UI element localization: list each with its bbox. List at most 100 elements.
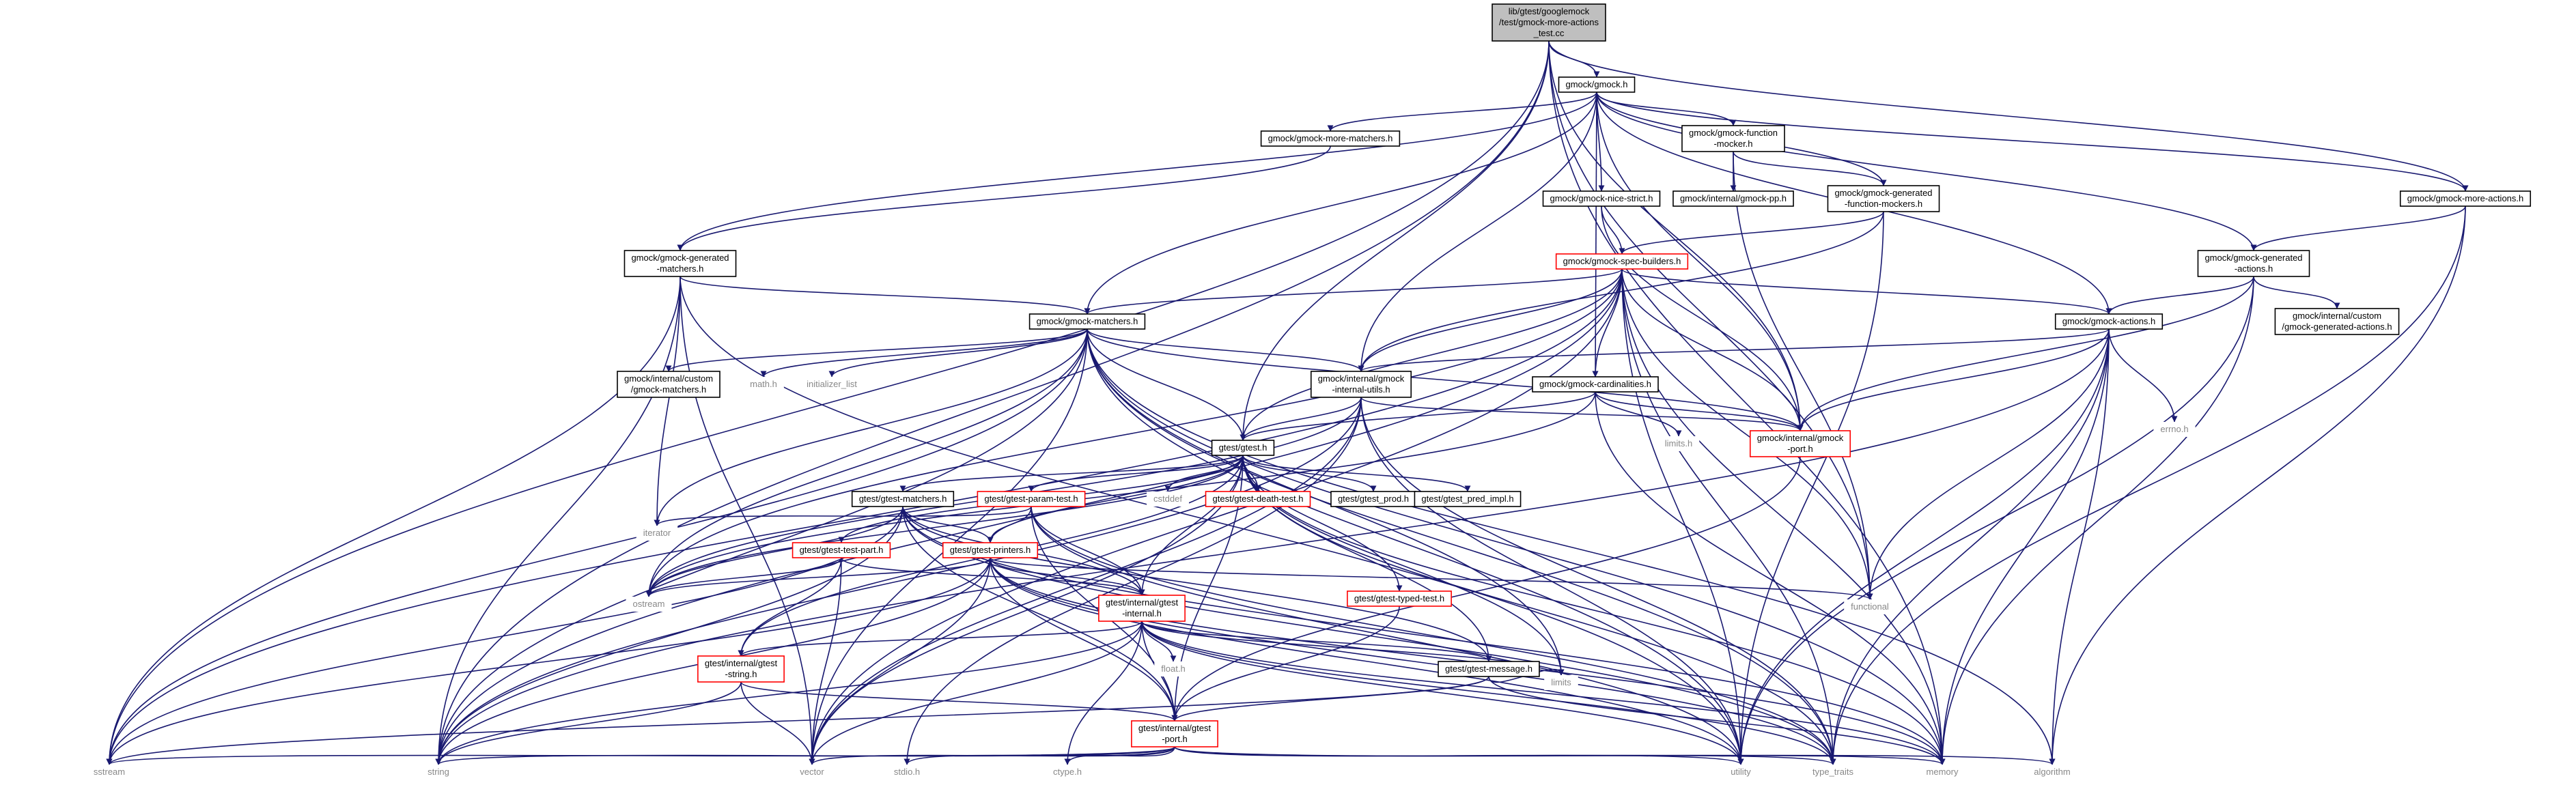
dependency-edge	[1087, 328, 1804, 431]
node-custom-matchers[interactable]: gmock/internal/custom/gmock-matchers.h	[617, 371, 720, 398]
dependency-edge	[654, 506, 1032, 526]
node-label: type_traits	[1812, 767, 1853, 777]
node-label: gmock/gmock-nice-strict.h	[1550, 193, 1653, 203]
node-gmock-pp[interactable]: gmock/internal/gmock-pp.h	[1672, 190, 1794, 207]
dependency-edge	[106, 676, 1489, 765]
dependency-edge	[106, 328, 1088, 765]
node-errno-h: errno.h	[2153, 422, 2196, 437]
dependency-edge	[654, 328, 1088, 526]
dependency-edge	[1031, 506, 1836, 765]
dependency-edge	[1596, 91, 2469, 192]
dependency-edge	[1087, 328, 1565, 676]
dependency-edge	[1174, 746, 2056, 765]
node-gen-actions[interactable]: gmock/gmock-generated-actions.h	[2197, 250, 2310, 277]
edge-layer	[106, 40, 2469, 765]
dependency-edge	[841, 557, 1145, 596]
dependency-edge	[987, 506, 1032, 543]
dependency-edge	[1242, 455, 1377, 492]
node-label: /gmock-matchers.h	[631, 384, 707, 395]
node-death-test[interactable]: gtest/gtest-death-test.h	[1205, 491, 1311, 507]
node-gtest-message[interactable]: gtest/gtest-message.h	[1438, 661, 1540, 677]
node-label: cstddef	[1153, 494, 1182, 504]
dependency-edge	[990, 557, 1836, 765]
dependency-edge	[1242, 455, 1836, 765]
node-label: -internal-utils.h	[1332, 384, 1390, 395]
dependency-edge	[1084, 268, 1623, 315]
dependency-edge	[645, 268, 1623, 597]
dependency-edge	[809, 397, 1362, 765]
dependency-edge	[1031, 506, 1145, 596]
dependency-edge	[1619, 211, 1884, 255]
node-gen-matchers[interactable]: gmock/gmock-generated-matchers.h	[624, 250, 737, 277]
node-printers[interactable]: gtest/gtest-printers.h	[942, 542, 1039, 558]
node-label: gtest/internal/gtest	[705, 658, 778, 668]
node-test-part[interactable]: gtest/gtest-test-part.h	[792, 542, 891, 558]
node-gen-fn-mockers[interactable]: gmock/gmock-generated-function-mockers.h	[1827, 185, 1940, 212]
node-math-h: math.h	[743, 377, 784, 392]
node-gtest-prod[interactable]: gtest/gtest_prod.h	[1330, 491, 1416, 507]
dependency-edge	[1733, 151, 1873, 600]
node-more-matchers[interactable]: gmock/gmock-more-matchers.h	[1260, 130, 1401, 147]
node-label: gmock/internal/gmock	[1318, 373, 1405, 384]
dependency-edge	[1358, 91, 1597, 372]
node-gmock-port[interactable]: gmock/internal/gmock-port.h	[1749, 430, 1851, 457]
node-gtest-matchers[interactable]: gtest/gtest-matchers.h	[851, 491, 955, 507]
dependency-edge	[904, 397, 1362, 765]
dependency-edge	[1621, 268, 1946, 765]
node-ostream: ostream	[626, 597, 672, 612]
node-gmock-h[interactable]: gmock/gmock.h	[1558, 76, 1636, 93]
dependency-edge	[1171, 456, 1801, 722]
dependency-edge	[1087, 328, 1836, 765]
dependency-edge	[645, 506, 904, 597]
dependency-edge	[1242, 455, 1946, 765]
node-cardinalities[interactable]: gmock/gmock-cardinalities.h	[1532, 376, 1659, 393]
dependency-edge	[680, 276, 1744, 765]
node-label: gmock/internal/gmock	[1757, 433, 1844, 443]
dependency-edge	[1240, 40, 1550, 441]
node-utility: utility	[1724, 765, 1758, 780]
node-root[interactable]: lib/gtest/googlemock/test/gmock-more-act…	[1492, 3, 1606, 42]
node-label: gtest/gtest-test-part.h	[800, 545, 884, 555]
node-param-test[interactable]: gtest/gtest-param-test.h	[977, 491, 1086, 507]
dependency-edge	[1797, 276, 2254, 431]
node-more-actions[interactable]: gmock/gmock-more-actions.h	[2399, 190, 2532, 207]
dependency-edge	[1087, 328, 1246, 441]
node-label: gtest/gtest-param-test.h	[984, 494, 1078, 504]
node-actions[interactable]: gmock/gmock-actions.h	[2054, 313, 2164, 330]
dependency-edge	[1737, 211, 1884, 765]
dependency-edge	[1548, 40, 1873, 600]
dependency-edge	[1596, 91, 1804, 431]
dependency-edge	[760, 328, 1088, 377]
node-typed-test[interactable]: gtest/gtest-typed-test.h	[1347, 590, 1452, 607]
dependency-edge	[1601, 205, 1804, 431]
dependency-edge	[106, 40, 1550, 765]
node-custom-gen-actions[interactable]: gmock/internal/custom/gmock-generated-ac…	[2274, 308, 2400, 335]
node-label: initializer_list	[807, 379, 857, 389]
dependency-edge	[1240, 268, 1623, 441]
dependency-edge	[2105, 276, 2254, 315]
node-gtest-h[interactable]: gtest/gtest.h	[1211, 440, 1275, 456]
dependency-edge	[1596, 91, 2257, 251]
node-label: string	[428, 767, 449, 777]
node-label: gmock/internal/custom	[624, 373, 713, 384]
node-gtest-string[interactable]: gtest/internal/gtest-string.h	[697, 655, 785, 683]
node-internal-utils[interactable]: gmock/internal/gmock-internal-utils.h	[1310, 371, 1412, 398]
node-nice-strict[interactable]: gmock/gmock-nice-strict.h	[1542, 190, 1661, 207]
node-matchers[interactable]: gmock/gmock-matchers.h	[1028, 313, 1146, 330]
dependency-edge	[738, 557, 842, 657]
dependency-edge	[1595, 391, 1682, 437]
node-spec-builders[interactable]: gmock/gmock-spec-builders.h	[1555, 253, 1689, 270]
node-label: gmock/gmock.h	[1565, 79, 1627, 89]
node-gtest-port[interactable]: gtest/internal/gtest-port.h	[1131, 720, 1218, 747]
dependency-edge	[435, 276, 681, 765]
node-label: utility	[1731, 767, 1751, 777]
node-gtest-internal[interactable]: gtest/internal/gtest-internal.h	[1098, 595, 1186, 622]
node-limits-h: limits.h	[1657, 436, 1700, 451]
dependency-edge	[1240, 391, 1596, 441]
node-pred-impl[interactable]: gtest/gtest_pred_impl.h	[1414, 491, 1522, 507]
node-function-mocker[interactable]: gmock/gmock-function-mocker.h	[1681, 125, 1785, 152]
node-iterator: iterator	[636, 526, 678, 541]
dependency-edge	[1031, 506, 1744, 765]
dependency-edge	[2250, 205, 2466, 251]
node-algorithm: algorithm	[2027, 765, 2077, 780]
